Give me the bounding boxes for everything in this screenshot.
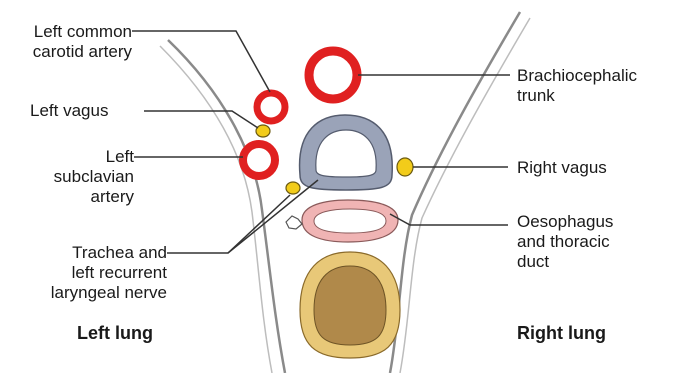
label-line: Oesophagus — [517, 212, 613, 232]
label-trachea-nerve: Trachea and left recurrent laryngeal ner… — [14, 243, 167, 303]
label-left-vagus: Left vagus — [30, 101, 108, 121]
oesophagus-lumen — [314, 209, 386, 233]
leader-oesophagus — [390, 214, 508, 225]
right-pleura-outline — [390, 12, 520, 373]
label-brachiocephalic: Brachiocephalic trunk — [517, 66, 637, 106]
label-oesophagus: Oesophagus and thoracic duct — [517, 212, 613, 272]
brachiocephalic-trunk — [309, 51, 357, 99]
label-line: subclavian — [30, 167, 134, 187]
vertebral-core — [314, 266, 386, 345]
label-line: duct — [517, 252, 613, 272]
label-line: Left common — [14, 22, 132, 42]
left-subclavian-artery — [243, 144, 275, 176]
leader-left-common-carotid — [132, 31, 270, 92]
right-vagus-nerve — [397, 158, 413, 176]
label-line: Brachiocephalic — [517, 66, 637, 86]
label-line: trunk — [517, 86, 637, 106]
label-line: Trachea and — [14, 243, 167, 263]
label-left-common-carotid: Left common carotid artery — [14, 22, 132, 62]
label-right-lung: Right lung — [517, 323, 606, 343]
label-left-lung: Left lung — [77, 323, 153, 343]
label-left-subclavian: Left subclavian artery — [30, 147, 134, 207]
left-vagus-nerve — [256, 125, 270, 137]
label-line: Left — [30, 147, 134, 167]
label-line: and thoracic — [517, 232, 613, 252]
leader-left-vagus — [144, 111, 258, 128]
label-right-vagus: Right vagus — [517, 158, 607, 178]
label-line: artery — [30, 187, 134, 207]
label-line: carotid artery — [14, 42, 132, 62]
label-line: left recurrent — [14, 263, 167, 283]
thoracic-duct — [286, 216, 302, 229]
label-line: laryngeal nerve — [14, 283, 167, 303]
leader-trachea-nerve — [228, 195, 290, 253]
left-common-carotid-artery — [257, 93, 285, 121]
left-recurrent-laryngeal-nerve — [286, 182, 300, 194]
